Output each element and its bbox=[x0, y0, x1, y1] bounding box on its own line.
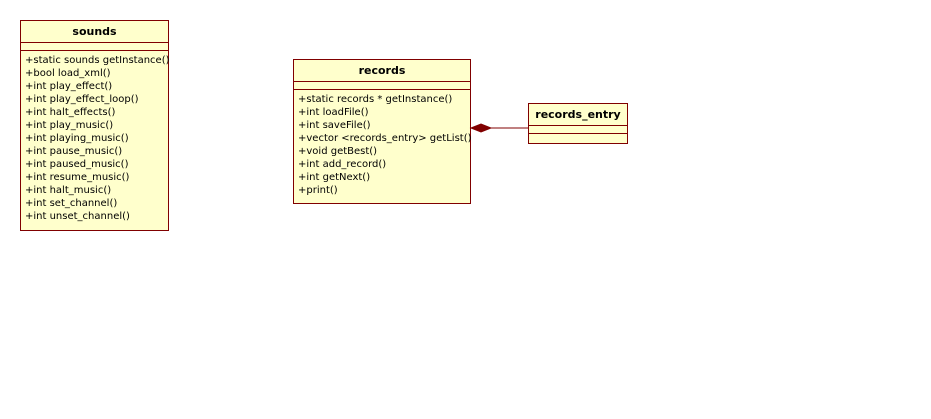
class-records[interactable]: records +static records * getInstance() … bbox=[293, 59, 472, 204]
operation: +static records * getInstance() bbox=[298, 94, 453, 105]
operation: +static sounds getInstance() bbox=[25, 55, 170, 66]
class-name: sounds bbox=[21, 21, 168, 43]
operations-compartment bbox=[529, 134, 627, 142]
operation: +int loadFile() bbox=[298, 107, 369, 118]
operation: +int set_channel() bbox=[25, 198, 118, 209]
operation: +int paused_music() bbox=[25, 159, 129, 170]
operation: +int getNext() bbox=[298, 172, 371, 183]
operation: +int add_record() bbox=[298, 159, 387, 170]
operation: +int resume_music() bbox=[25, 172, 130, 183]
class-sounds[interactable]: sounds +static sounds getInstance() +boo… bbox=[20, 20, 170, 231]
operation: +int halt_effects() bbox=[25, 107, 116, 118]
operation: +bool load_xml() bbox=[25, 68, 111, 79]
attributes-compartment bbox=[21, 43, 168, 51]
operation: +int saveFile() bbox=[298, 120, 371, 131]
operation: +int playing_music() bbox=[25, 133, 129, 144]
attributes-compartment bbox=[294, 82, 470, 90]
operation: +int play_effect() bbox=[25, 81, 113, 92]
operations-compartment: +static records * getInstance() +int loa… bbox=[294, 90, 472, 197]
composition-diamond bbox=[469, 123, 493, 133]
operation: +print() bbox=[298, 185, 338, 196]
operation: +int unset_channel() bbox=[25, 211, 130, 222]
operation: +int play_music() bbox=[25, 120, 114, 131]
operation: +int halt_music() bbox=[25, 185, 112, 196]
operation: +void getBest() bbox=[298, 146, 378, 157]
class-name: records bbox=[294, 60, 470, 82]
class-records-entry[interactable]: records_entry bbox=[528, 103, 628, 144]
operations-compartment: +static sounds getInstance() +bool load_… bbox=[21, 51, 170, 223]
operation: +int play_effect_loop() bbox=[25, 94, 139, 105]
attributes-compartment bbox=[529, 126, 627, 134]
class-name: records_entry bbox=[529, 104, 627, 126]
operation: +vector <records_entry> getList() bbox=[298, 133, 472, 144]
operation: +int pause_music() bbox=[25, 146, 123, 157]
